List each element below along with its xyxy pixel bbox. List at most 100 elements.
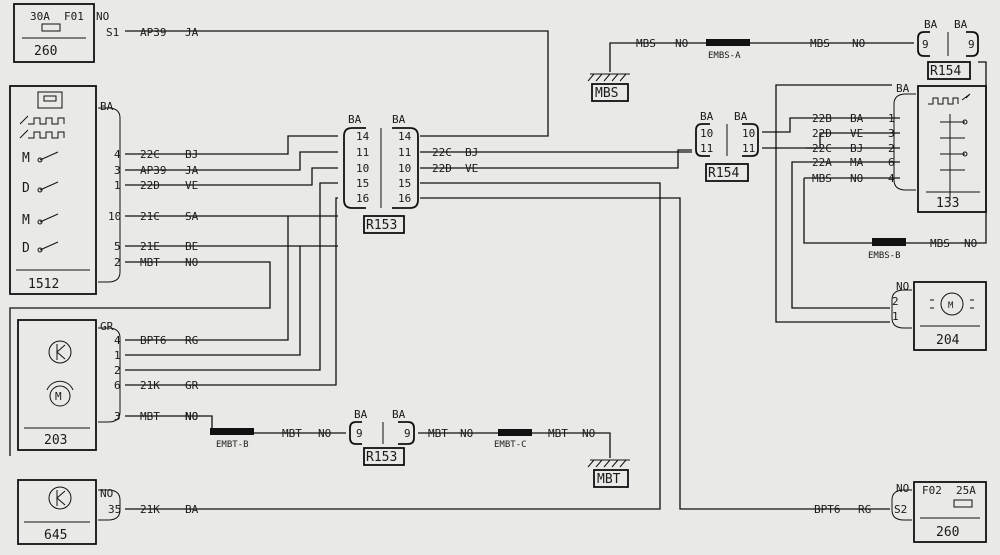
connector-id: 260 [936, 525, 959, 540]
wire-code: MBS [636, 37, 656, 50]
connector-color: BA [392, 408, 406, 421]
wire-code: MBS [810, 37, 830, 50]
connector-id: 204 [936, 333, 960, 348]
splice-embs-a: EMBS-A MBS NO [706, 37, 865, 61]
pin-label: 15 [356, 177, 369, 190]
wire-code: 22C [140, 148, 160, 161]
switch-symbol: M [22, 151, 30, 166]
pin-label: 6 [888, 156, 895, 169]
connector-id: R153 [366, 450, 397, 465]
connector-color: NO [96, 10, 109, 23]
connector-203: M 203 GR 4 1 2 6 3 BPT6 RG 21K GR MBT NO [17, 319, 199, 451]
wire-code: 21C [140, 210, 160, 223]
splice-label: EMBT-C [494, 440, 527, 450]
pin-label: 9 [356, 427, 363, 440]
connector-id-box [705, 163, 749, 182]
connector-204-box [913, 281, 987, 351]
connector-203-box [17, 319, 97, 451]
display-icon [37, 91, 63, 109]
connector-645: 645 NO 35 21K BA [17, 479, 199, 545]
connector-color: NO [896, 280, 909, 293]
wire-color: NO [582, 427, 595, 440]
connector-color: BA [896, 82, 910, 95]
pin-label: 9 [922, 38, 929, 51]
connector-260-box [913, 481, 987, 543]
pin-label: 10 [700, 127, 713, 140]
pin-label: 16 [398, 192, 411, 205]
wire-color: VE [465, 162, 478, 175]
switch-symbol: D [22, 241, 30, 256]
connector-color: BA [734, 110, 748, 123]
wire-code: BPT6 [814, 503, 841, 516]
pin-label: 10 [108, 210, 121, 223]
pin-label: 16 [356, 192, 369, 205]
sensor-icon [48, 340, 72, 364]
connector-id: 1512 [28, 277, 59, 292]
ground-label: MBT [597, 472, 621, 487]
wire-color: VE [185, 179, 198, 192]
wire-color: NO [964, 237, 977, 250]
pin-label: 4 [888, 172, 895, 185]
fuse-label: F02 [922, 484, 942, 497]
pin-label: 5 [114, 240, 121, 253]
wire-code: AP39 [140, 164, 167, 177]
pin-label: S1 [106, 26, 119, 39]
pin-label: 4 [114, 334, 121, 347]
pin-label: 35 [108, 503, 121, 516]
pin-label: 10 [742, 127, 755, 140]
ground-mbt: MBT [587, 459, 630, 488]
connector-260-box [13, 3, 95, 63]
wire-code: 22A [812, 156, 832, 169]
wiring [9, 30, 987, 510]
switch-symbol: D [22, 181, 30, 196]
wire-code: 21K [140, 503, 160, 516]
connector-color: NO [896, 482, 909, 495]
connector-id: 645 [44, 528, 67, 543]
wire-color: NO [675, 37, 688, 50]
connector-id: 260 [34, 44, 57, 59]
fuse-label: F01 [64, 10, 84, 23]
wire-color: MA [850, 156, 864, 169]
pin-label: 3 [888, 127, 895, 140]
wire-color: BA [185, 503, 199, 516]
connector-id: R153 [366, 218, 397, 233]
connector-color: NO [100, 487, 113, 500]
ground-label-box [591, 83, 629, 102]
switch-symbol: M [22, 213, 30, 228]
pin-label: 2 [114, 256, 121, 269]
pin-label: 9 [404, 427, 411, 440]
wire-code: MBT [140, 256, 160, 269]
connector-204: M 204 NO 2 1 [891, 280, 987, 351]
wire-color: NO [852, 37, 865, 50]
splice-label: EMBS-B [868, 251, 901, 261]
fuse-rating: 30A [30, 10, 50, 23]
wire-color: JA [185, 26, 199, 39]
wire-color: BJ [465, 146, 478, 159]
pin-label: 2 [892, 295, 899, 308]
connector-r153-lower: R153 BA BA 9 9 [346, 408, 418, 466]
splice-embt-c: EMBT-C MBT NO MBT NO [428, 427, 595, 450]
pin-label: 14 [356, 130, 370, 143]
connector-color: BA [954, 18, 968, 31]
wire-color: BJ [850, 142, 863, 155]
wire-code: 22B [812, 112, 832, 125]
connector-id: 133 [936, 196, 959, 211]
connector-color: BA [700, 110, 714, 123]
splice-embt-b: EMBT-B NO MBT NO [185, 410, 331, 450]
wire-code: 21K [140, 379, 160, 392]
fuse-rating: 25A [956, 484, 976, 497]
connector-r153-main: R153 BA BA 14 11 10 15 16 14 11 10 15 16… [338, 113, 478, 234]
pin-label: 3 [114, 410, 121, 423]
motor-icon [49, 385, 71, 407]
splice-bar [706, 39, 750, 46]
splice-label: EMBS-A [708, 51, 741, 61]
pin-label: 1 [114, 349, 121, 362]
connector-color: BA [392, 113, 406, 126]
pin-label: 10 [356, 162, 369, 175]
pin-label: 1 [892, 310, 899, 323]
pin-label: 4 [114, 148, 121, 161]
connector-645-box [17, 479, 97, 545]
pin-label: 11 [398, 146, 411, 159]
wire-color: NO [460, 427, 473, 440]
